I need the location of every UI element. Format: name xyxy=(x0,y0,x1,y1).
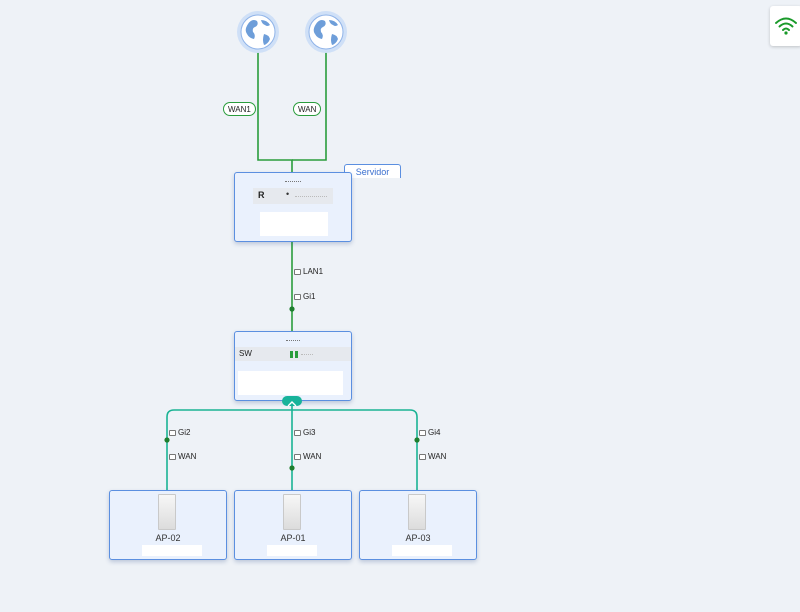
router-info-panel: R • xyxy=(253,188,333,204)
router-port-lan1: LAN1 xyxy=(294,266,323,277)
globe-icon[interactable] xyxy=(305,11,347,53)
router-detail-box xyxy=(260,212,328,236)
port-label: LAN1 xyxy=(303,267,324,276)
ethernet-port-icon xyxy=(294,453,301,460)
switch-port-gi2: Gi2 xyxy=(169,427,190,438)
ap-detail-box xyxy=(142,545,202,556)
switch-port-dots xyxy=(301,354,313,355)
link-dot xyxy=(289,465,295,471)
ethernet-port-icon xyxy=(169,429,176,436)
switch-port-gi1: Gi1 xyxy=(294,291,315,302)
wan-label: WAN xyxy=(293,102,322,116)
switch-ports-icon xyxy=(290,351,298,358)
router-node[interactable]: R • xyxy=(234,172,352,242)
ap01-wan-port: WAN xyxy=(294,451,321,462)
switch-info-panel: SW xyxy=(235,347,351,361)
ap-name: AP-02 xyxy=(155,533,181,543)
wifi-status-button[interactable] xyxy=(770,6,800,46)
ethernet-port-icon xyxy=(169,453,176,460)
ap-node-ap02[interactable]: AP-02 xyxy=(109,490,227,560)
ap-detail-box xyxy=(267,545,317,556)
router-name: R xyxy=(258,190,265,200)
ap-detail-box xyxy=(392,545,452,556)
access-point-icon xyxy=(158,494,176,530)
port-label: Gi4 xyxy=(428,428,441,437)
access-point-icon xyxy=(283,494,301,530)
ethernet-port-icon xyxy=(294,293,301,300)
switch-device-icon xyxy=(286,340,300,344)
access-point-icon xyxy=(408,494,426,530)
collapse-button[interactable] xyxy=(282,396,302,407)
ethernet-port-icon xyxy=(294,268,301,275)
link-dot xyxy=(289,306,295,312)
ap02-wan-port: WAN xyxy=(169,451,196,462)
router-status-dot: • xyxy=(286,189,290,199)
port-label: WAN xyxy=(428,452,447,461)
port-label: WAN xyxy=(303,452,322,461)
router-tab[interactable]: Servidor xyxy=(344,164,401,178)
chevron-up-icon xyxy=(287,401,297,407)
port-label: Gi2 xyxy=(178,428,191,437)
router-port-dots xyxy=(295,196,327,197)
link-dot xyxy=(414,437,420,443)
ethernet-port-icon xyxy=(294,429,301,436)
ap-node-ap01[interactable]: AP-01 xyxy=(234,490,352,560)
switch-node[interactable]: SW xyxy=(234,331,352,401)
ap-name: AP-01 xyxy=(280,533,306,543)
globe-icon[interactable] xyxy=(237,11,279,53)
ap-node-ap03[interactable]: AP-03 xyxy=(359,490,477,560)
ethernet-port-icon xyxy=(419,453,426,460)
switch-detail-box xyxy=(238,371,343,395)
switch-ap02-link[interactable] xyxy=(166,404,293,490)
switch-port-gi3: Gi3 xyxy=(294,427,315,438)
switch-port-gi4: Gi4 xyxy=(419,427,440,438)
link-dot xyxy=(164,437,170,443)
ap-name: AP-03 xyxy=(405,533,431,543)
switch-ap03-link[interactable] xyxy=(292,409,418,490)
port-label: Gi1 xyxy=(303,292,316,301)
port-label: Gi3 xyxy=(303,428,316,437)
switch-name: SW xyxy=(239,349,252,358)
wan-link-2[interactable] xyxy=(292,52,327,161)
router-device-icon xyxy=(285,181,301,185)
ap03-wan-port: WAN xyxy=(419,451,446,462)
port-label: WAN xyxy=(178,452,197,461)
ethernet-port-icon xyxy=(419,429,426,436)
wan-link-1[interactable] xyxy=(257,52,293,172)
wan1-label: WAN1 xyxy=(223,102,256,116)
wifi-icon xyxy=(775,17,797,35)
